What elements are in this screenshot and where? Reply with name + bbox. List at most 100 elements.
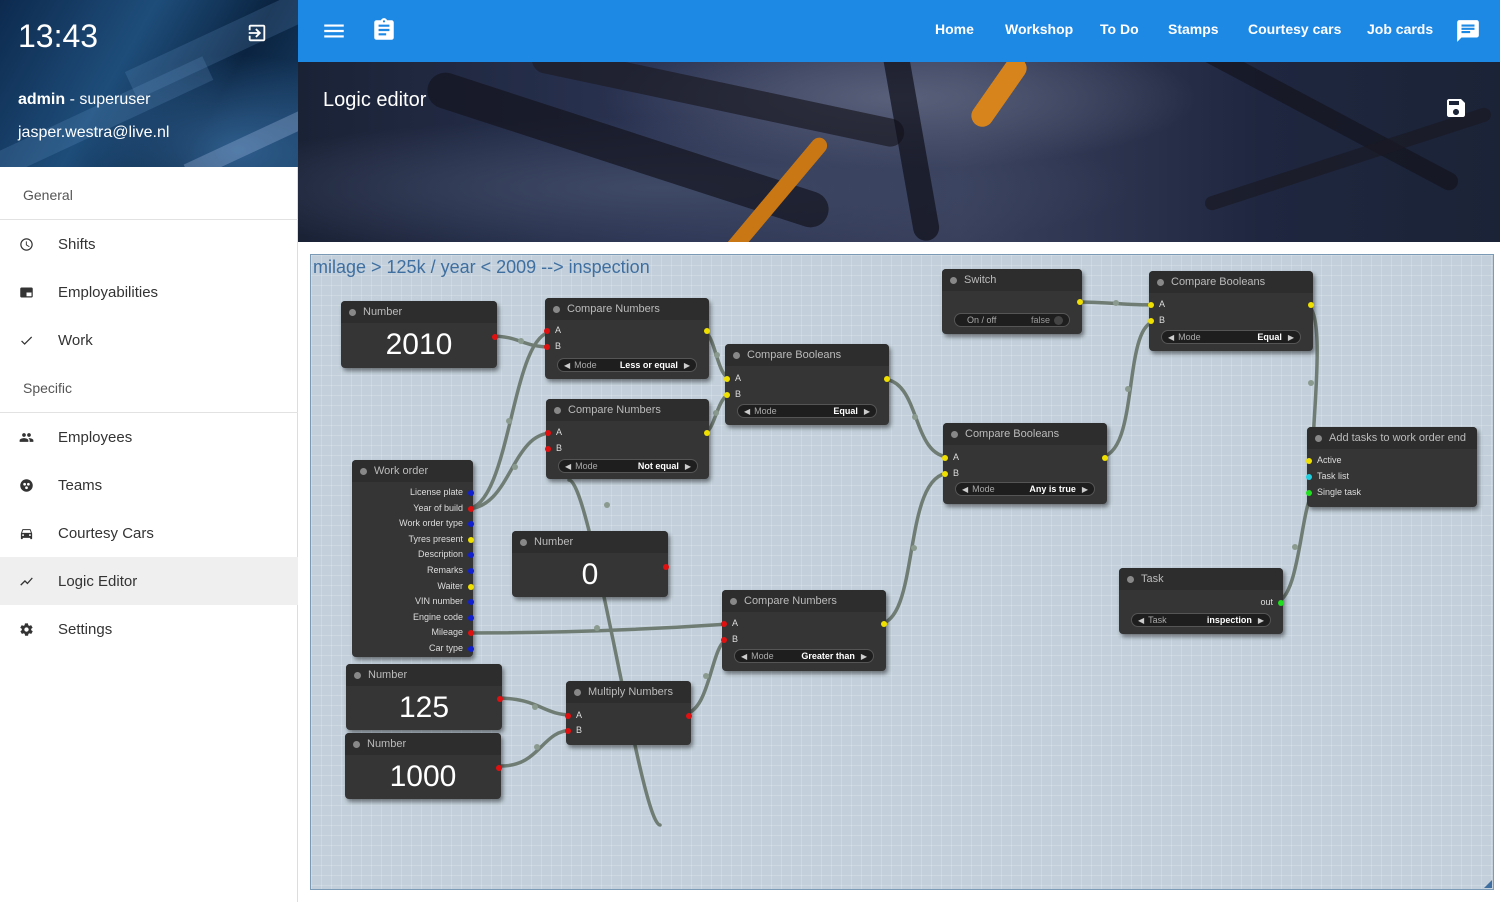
node-number-125[interactable]: Number 125 (346, 664, 503, 730)
chevron-left-icon[interactable]: ◀ (1168, 332, 1175, 342)
output-waiter[interactable]: Waiter (353, 581, 474, 593)
input-a[interactable]: A (724, 373, 765, 385)
port-dot[interactable] (492, 334, 498, 340)
input-b[interactable]: B (544, 341, 585, 353)
chevron-left-icon[interactable]: ◀ (962, 484, 969, 494)
sidebar-item-teams[interactable]: Teams (0, 461, 298, 509)
sidebar-item-settings[interactable]: Settings (0, 605, 298, 653)
output-vin-number[interactable]: VIN number (353, 596, 474, 608)
number-value[interactable]: 125 (398, 691, 450, 724)
sidebar-item-logic-editor[interactable]: Logic Editor (0, 557, 298, 605)
sidebar-item-shifts[interactable]: Shifts (0, 220, 298, 268)
logic-graph-canvas[interactable]: milage > 125k / year < 2009 --> inspecti… (310, 254, 1494, 890)
chevron-left-icon[interactable]: ◀ (741, 651, 748, 661)
input-b[interactable]: B (942, 468, 983, 480)
output-port[interactable] (671, 710, 692, 722)
chevron-right-icon[interactable]: ▶ (683, 360, 690, 370)
chevron-left-icon[interactable]: ◀ (1138, 615, 1145, 625)
output-mileage[interactable]: Mileage (353, 627, 474, 639)
toggle-knob[interactable] (1054, 315, 1063, 325)
output-port[interactable] (482, 693, 503, 705)
output-year-of-build[interactable]: Year of build (353, 503, 474, 515)
output-port[interactable] (477, 331, 498, 343)
number-value[interactable]: 1000 (389, 760, 457, 793)
logout-icon[interactable] (246, 22, 268, 44)
resize-handle-icon[interactable] (1484, 880, 1492, 888)
output-remarks[interactable]: Remarks (353, 565, 474, 577)
chevron-right-icon[interactable]: ▶ (1287, 332, 1294, 342)
number-value[interactable]: 0 (581, 558, 599, 591)
input-b[interactable]: B (565, 725, 606, 737)
output-port[interactable] (689, 325, 710, 337)
nav-link-home[interactable]: Home (935, 21, 974, 37)
output-port[interactable] (689, 427, 710, 439)
input-a[interactable]: A (721, 618, 762, 630)
sidebar-item-employees[interactable]: Employees (0, 413, 298, 461)
chevron-left-icon[interactable]: ◀ (564, 360, 571, 370)
output-port[interactable] (869, 373, 890, 385)
chevron-left-icon[interactable]: ◀ (565, 461, 572, 471)
node-number-0[interactable]: Number 0 (512, 531, 669, 597)
output-car-type[interactable]: Car type (353, 643, 474, 655)
input-b[interactable]: B (724, 389, 765, 401)
node-number-1000[interactable]: Number 1000 (345, 733, 502, 799)
input-b[interactable]: B (721, 634, 762, 646)
chevron-right-icon[interactable]: ▶ (684, 461, 691, 471)
chevron-left-icon[interactable]: ◀ (744, 406, 751, 416)
chevron-right-icon[interactable]: ▶ (1257, 615, 1264, 625)
output-license-plate[interactable]: License plate (353, 487, 474, 499)
input-b[interactable]: B (1148, 315, 1189, 327)
output-port[interactable] (1087, 452, 1108, 464)
output-work-order-type[interactable]: Work order type (353, 518, 474, 530)
clipboard-icon[interactable] (371, 17, 397, 43)
node-multiply-numbers[interactable]: Multiply Numbers A B (565, 681, 692, 745)
input-a[interactable]: A (544, 325, 585, 337)
input-task-list[interactable]: Task list (1306, 471, 1387, 483)
nav-link-stamps[interactable]: Stamps (1168, 21, 1219, 37)
sidebar-item-work[interactable]: Work (0, 316, 298, 364)
chat-icon[interactable] (1455, 18, 1481, 44)
output-port[interactable] (866, 618, 887, 630)
chevron-right-icon[interactable]: ▶ (863, 406, 870, 416)
input-a[interactable]: A (565, 710, 606, 722)
input-b[interactable]: B (545, 443, 586, 455)
output-description[interactable]: Description (353, 549, 474, 561)
nav-link-job-cards[interactable]: Job cards (1367, 21, 1434, 37)
input-a[interactable]: A (942, 452, 983, 464)
output-engine-code[interactable]: Engine code (353, 612, 474, 624)
nav-link-courtesy-cars[interactable]: Courtesy cars (1248, 21, 1342, 37)
number-value[interactable]: 2010 (385, 328, 453, 361)
input-a[interactable]: A (1148, 299, 1189, 311)
output-port[interactable] (648, 561, 669, 573)
output-port[interactable] (1062, 296, 1083, 308)
input-single-task[interactable]: Single task (1306, 487, 1387, 499)
node-number-2010[interactable]: Number 2010 (341, 301, 498, 368)
node-work-order[interactable]: Work order License plate Year of build W… (352, 460, 474, 657)
input-a[interactable]: A (545, 427, 586, 439)
chevron-right-icon[interactable]: ▶ (1081, 484, 1088, 494)
menu-icon[interactable] (321, 18, 347, 44)
node-add-tasks[interactable]: Add tasks to work order end Active Task … (1306, 427, 1477, 507)
sidebar-item-employabilities[interactable]: Employabilities (0, 268, 298, 316)
save-icon[interactable] (1444, 96, 1468, 120)
nav-link-todo[interactable]: To Do (1100, 21, 1139, 37)
output-port[interactable] (1293, 299, 1314, 311)
output-port[interactable] (481, 762, 502, 774)
nav-link-workshop[interactable]: Workshop (1005, 21, 1074, 37)
output-out[interactable]: out (1223, 597, 1284, 609)
